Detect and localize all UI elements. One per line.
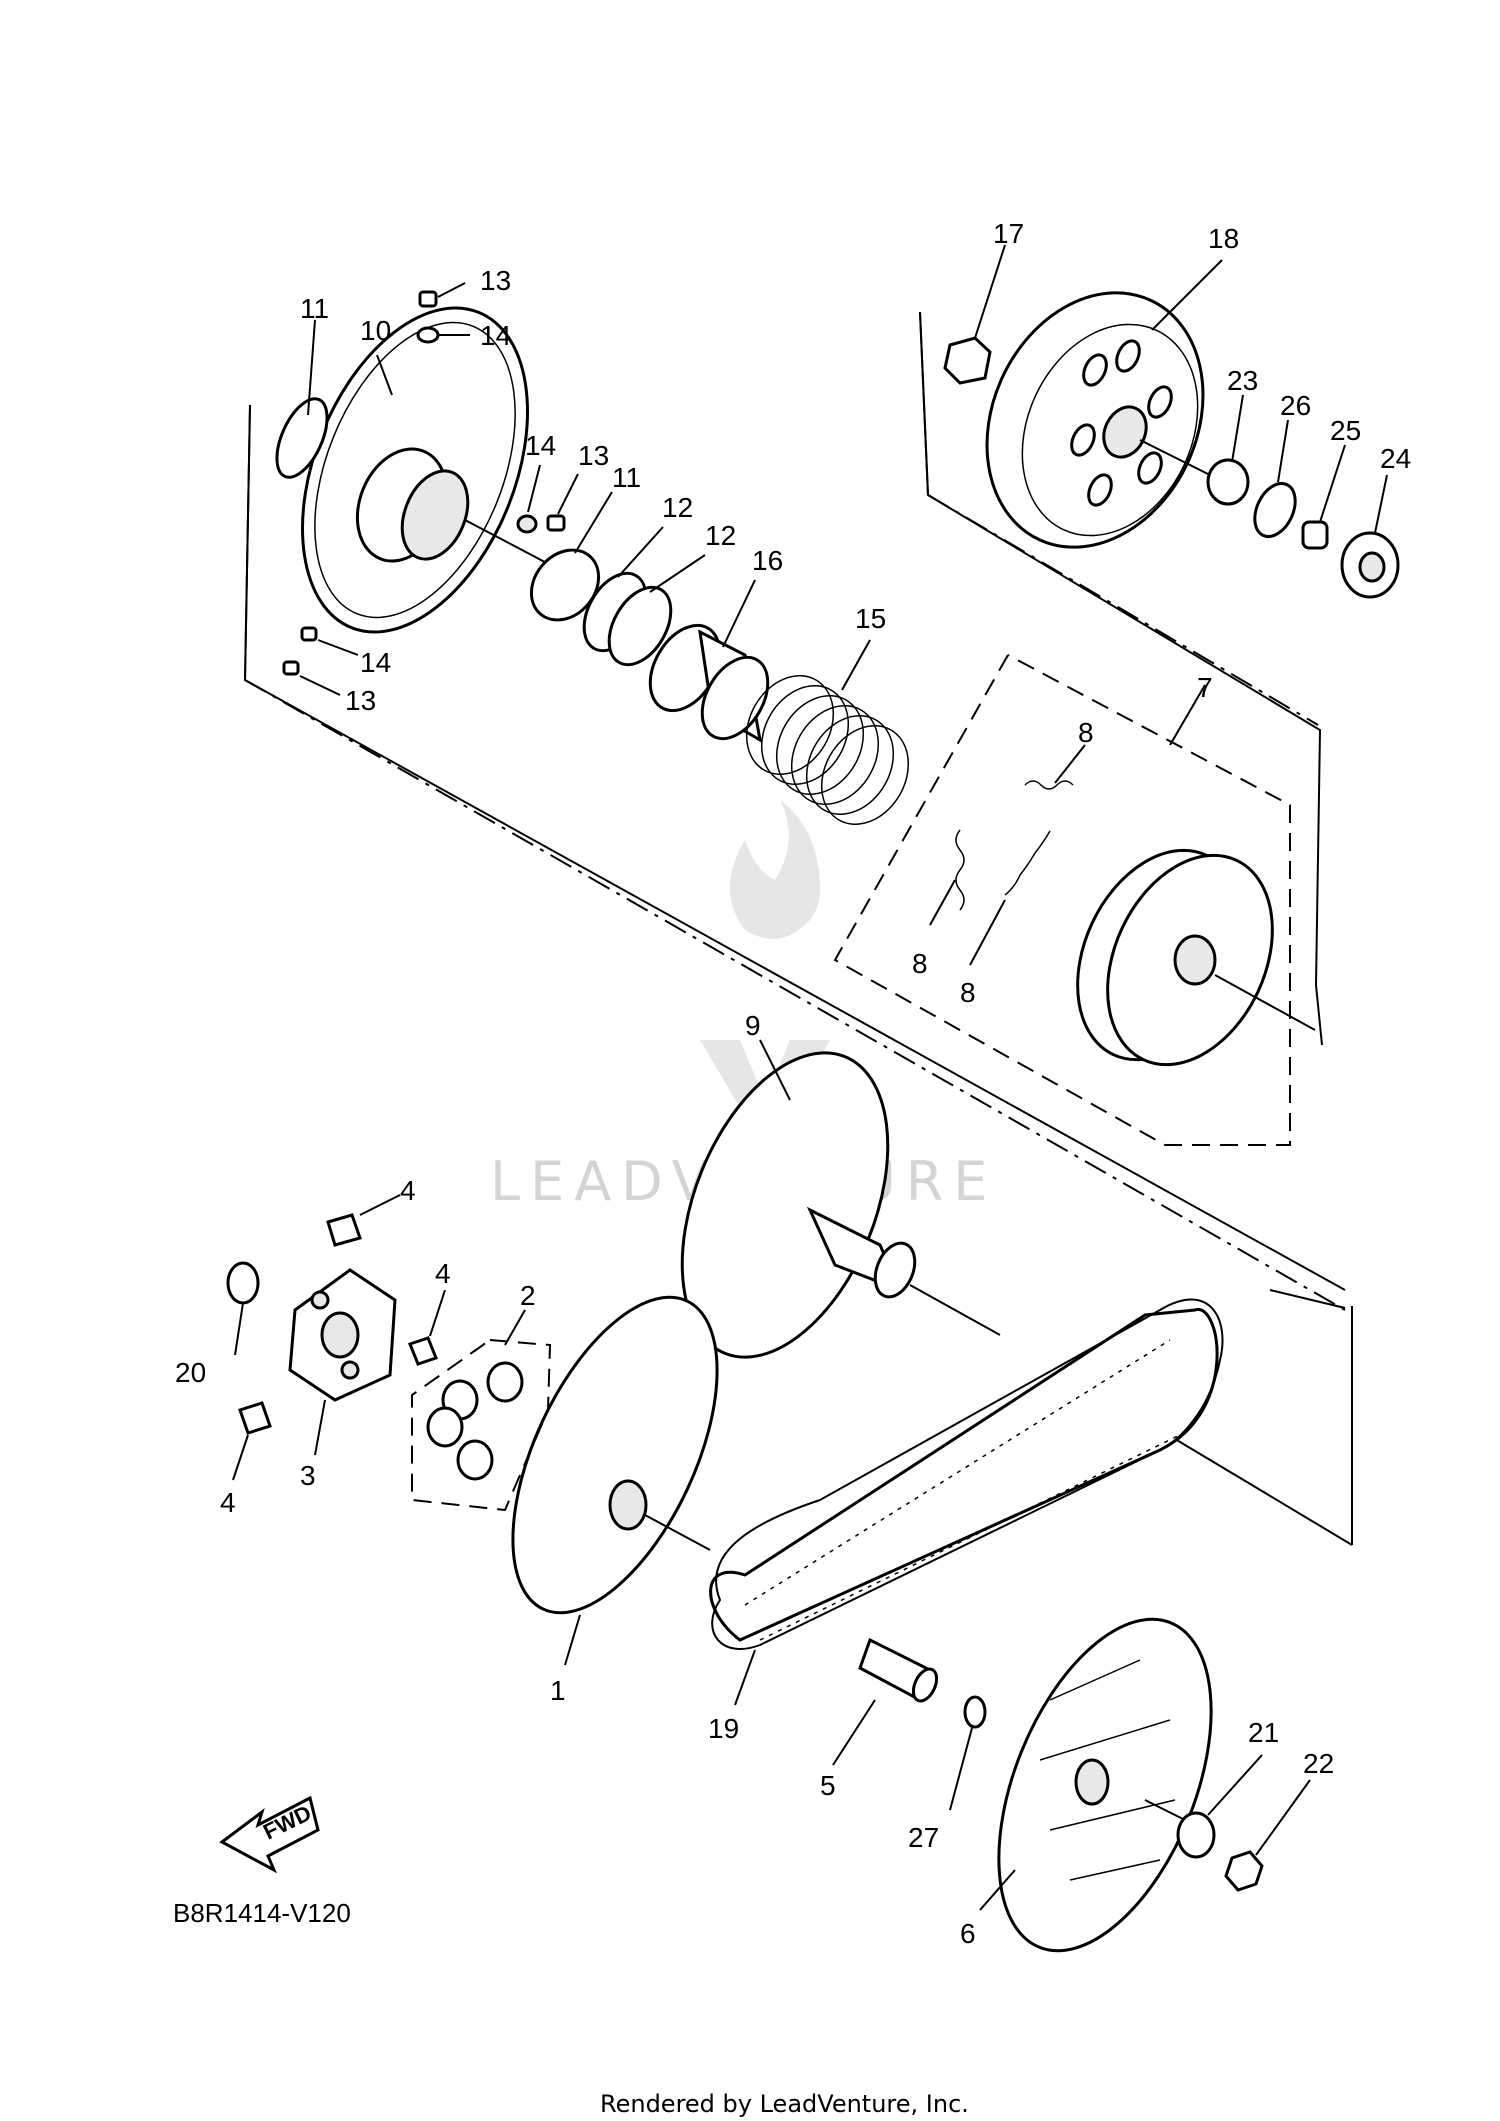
sliding-sheave-10	[301, 306, 561, 634]
oil-seal-11-right	[529, 548, 601, 622]
circlip-26	[1253, 482, 1297, 538]
callout-13: 13	[480, 265, 511, 296]
callout-3: 3	[300, 1460, 316, 1491]
secondary-sheave-9	[680, 1051, 1001, 1359]
nut-22	[1224, 1850, 1264, 1892]
callout-7: 7	[1197, 672, 1213, 703]
guide-collar-16	[648, 623, 770, 743]
primary-fixed-sheave-1	[511, 1295, 719, 1615]
callout-20: 20	[175, 1357, 206, 1388]
callout-15: 15	[855, 603, 886, 634]
callout-18: 18	[1208, 223, 1239, 254]
collar-5	[858, 1637, 939, 1703]
nut-23	[1206, 458, 1250, 506]
callout-13: 13	[578, 440, 609, 471]
footer-credit: Rendered by LeadVenture, Inc.	[600, 2090, 969, 2118]
callout-4: 4	[435, 1258, 451, 1289]
springs-8	[955, 780, 1074, 911]
callout-23: 23	[1227, 365, 1258, 396]
callout-21: 21	[1248, 1717, 1279, 1748]
leader-lines	[232, 244, 1388, 1911]
callout-9: 9	[745, 1010, 761, 1041]
primary-sheave-fan-6	[997, 1617, 1213, 1953]
callout-11: 11	[300, 293, 329, 324]
callout-22: 22	[1303, 1748, 1334, 1779]
v-belt-19	[709, 1298, 1224, 1650]
clutch-housing-18	[985, 291, 1211, 549]
callout-24: 24	[1380, 443, 1411, 474]
callout-25: 25	[1330, 415, 1361, 446]
callout-17: 17	[993, 218, 1024, 249]
callout-8: 8	[912, 948, 928, 979]
nut-17	[943, 336, 992, 385]
callout-4: 4	[400, 1175, 416, 1206]
callout-19: 19	[708, 1713, 739, 1744]
cam-3	[288, 1268, 397, 1402]
slider-4-top	[326, 1213, 362, 1247]
compression-spring-15	[745, 674, 910, 826]
callout-14: 14	[480, 320, 511, 351]
washer-21	[1176, 1811, 1216, 1859]
o-ring-12b	[607, 585, 673, 667]
weight-set-2	[411, 1339, 552, 1512]
callout-14: 14	[525, 430, 556, 461]
pins-13-14	[282, 290, 566, 676]
callout-8: 8	[960, 977, 976, 1008]
callout-16: 16	[752, 545, 783, 576]
fwd-arrow-icon: FWD	[219, 1795, 320, 1874]
callout-27: 27	[908, 1822, 939, 1853]
clutch-assembly-box	[833, 654, 1291, 1146]
slider-4-mid	[408, 1336, 438, 1366]
slider-4-low	[238, 1401, 272, 1435]
callout-2: 2	[520, 1280, 536, 1311]
collar-25	[1301, 520, 1329, 550]
oil-seal-11-left	[275, 397, 329, 479]
callout-1: 1	[550, 1675, 566, 1706]
callout-13: 13	[345, 685, 376, 716]
washer-27	[963, 1695, 987, 1729]
callout-10: 10	[360, 315, 391, 346]
callout-6: 6	[960, 1918, 976, 1949]
clutch-carrier-7	[1076, 848, 1316, 1067]
washer-20	[226, 1261, 260, 1305]
callout-4: 4	[220, 1487, 236, 1518]
callout-5: 5	[820, 1770, 836, 1801]
diagram-code: B8R1414-V120	[173, 1898, 351, 1928]
callout-12: 12	[662, 492, 693, 523]
callout-labels: 11 10 13 14 14 13 11 12 12 16 15 14 13 1…	[175, 218, 1411, 1949]
callout-14: 14	[360, 647, 391, 678]
callout-12: 12	[705, 520, 736, 551]
callout-8: 8	[1078, 717, 1094, 748]
callout-11: 11	[612, 462, 641, 493]
callout-26: 26	[1280, 390, 1311, 421]
